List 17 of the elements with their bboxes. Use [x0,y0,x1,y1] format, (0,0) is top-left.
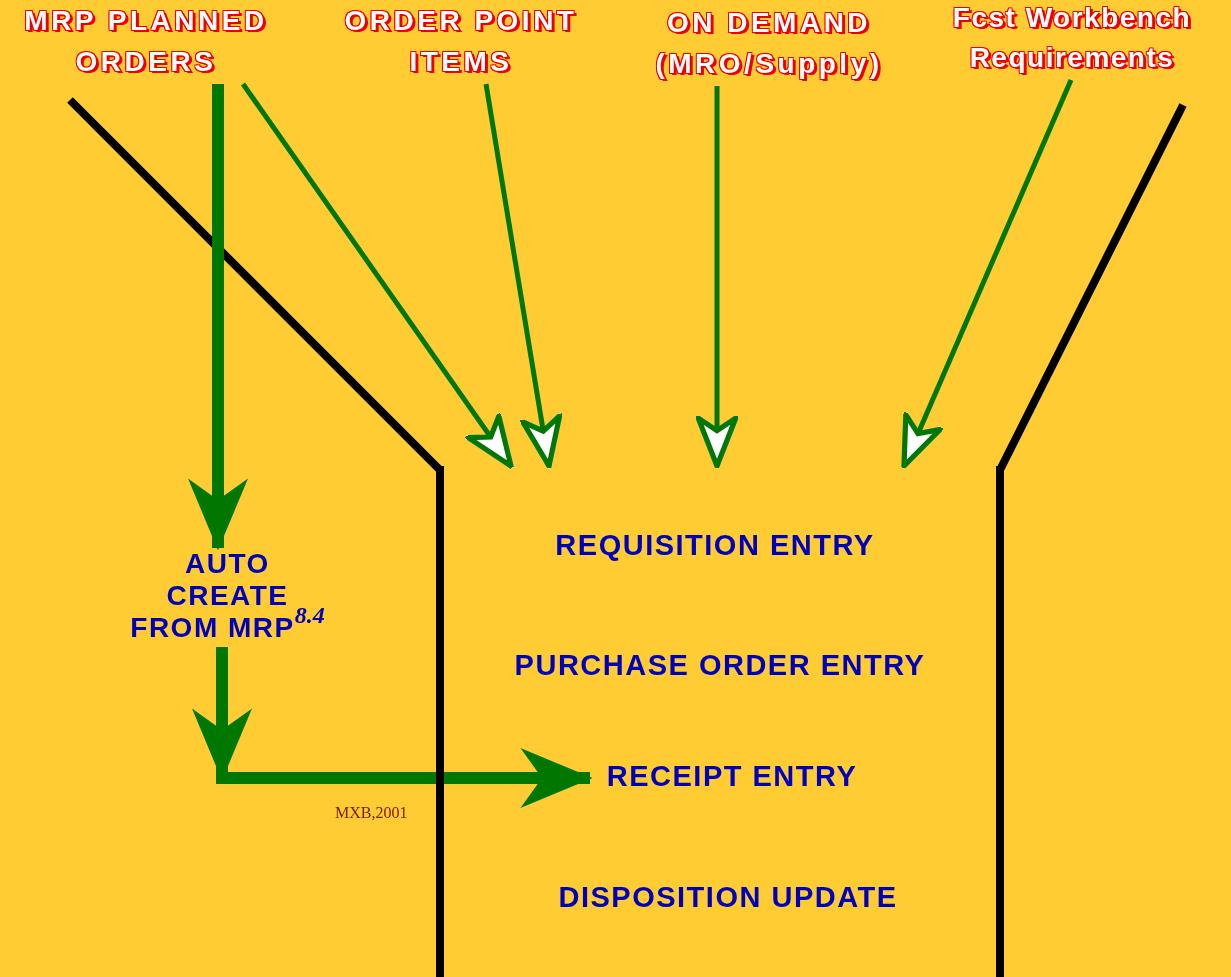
source-heading: ORDER POINT ITEMS [316,0,606,82]
process-label: RECEIPT ENTRY [590,758,874,794]
arrow [483,83,563,469]
arrow [188,84,248,551]
arrow [240,82,514,469]
hopper-outline [436,466,1004,977]
source-heading: MRP PLANNED ORDERS [0,0,292,82]
process-label: AUTO CREATE FROM MRP$^{8.4}$ [125,548,330,645]
process-label: DISPOSITION UPDATE [490,879,966,915]
source-heading: ON DEMAND (MRO/Supply) [628,2,910,84]
author-note: MXB,2001 [335,804,408,822]
process-label: REQUISITION ENTRY [470,527,960,563]
arrow [192,647,592,808]
arrow [695,86,739,469]
process-label: PURCHASE ORDER ENTRY [470,647,970,683]
arrow [901,79,1074,469]
source-heading: Fcst Workbench Requirements [916,0,1228,78]
